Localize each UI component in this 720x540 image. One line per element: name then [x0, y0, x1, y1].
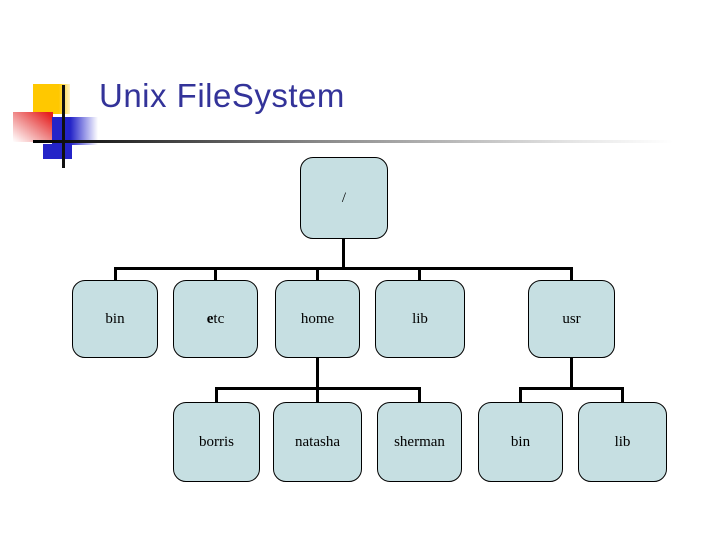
tree-node-label: lib [614, 433, 631, 450]
connector-drop-sherman [418, 387, 421, 402]
tree-node-label-rest: tc [213, 310, 225, 327]
page-title: Unix FileSystem [99, 77, 345, 114]
tree-node-label: / [341, 189, 347, 206]
tree-node-label: sherman [394, 433, 445, 450]
tree-node-label: lib [412, 310, 428, 327]
connector-drop-usr [570, 267, 573, 280]
connector-level2-bar [114, 267, 573, 270]
connector-drop-home [316, 267, 319, 280]
connector-drop-natasha [316, 387, 319, 402]
decoration-vertical-line [62, 85, 65, 168]
title-divider-line [33, 140, 673, 143]
tree-node-borris: borris [173, 402, 260, 482]
tree-node-label-bold-part: e [206, 310, 214, 327]
tree-node-lib: lib [375, 280, 465, 358]
connector-usr-children-bar [519, 387, 624, 390]
connector-root-drop [342, 239, 345, 269]
connector-drop-etc [214, 267, 217, 280]
tree-node-etc: etc [173, 280, 258, 358]
tree-node-usr-bin: bin [478, 402, 563, 482]
tree-node-label: bin [510, 433, 531, 450]
tree-node-usr: usr [528, 280, 615, 358]
tree-node-sherman: sherman [377, 402, 462, 482]
connector-drop-bin [114, 267, 117, 280]
connector-drop-lib [418, 267, 421, 280]
tree-node-label: natasha [295, 433, 340, 450]
tree-node-label: home [300, 310, 335, 327]
decoration-red-square [13, 112, 53, 142]
connector-drop-borris [215, 387, 218, 402]
tree-node-natasha: natasha [273, 402, 362, 482]
tree-node-usr-lib: lib [578, 402, 667, 482]
tree-node-label: bin [105, 310, 125, 327]
tree-node-home: home [275, 280, 360, 358]
connector-drop-usr-lib [621, 387, 624, 402]
tree-node-label: usr [562, 310, 581, 327]
connector-home-drop [316, 358, 319, 390]
tree-node-root: / [300, 157, 388, 239]
tree-node-label: etc [207, 311, 225, 328]
tree-node-bin: bin [72, 280, 158, 358]
connector-drop-usr-bin [519, 387, 522, 402]
connector-usr-drop [570, 358, 573, 390]
tree-node-label: borris [199, 433, 234, 450]
